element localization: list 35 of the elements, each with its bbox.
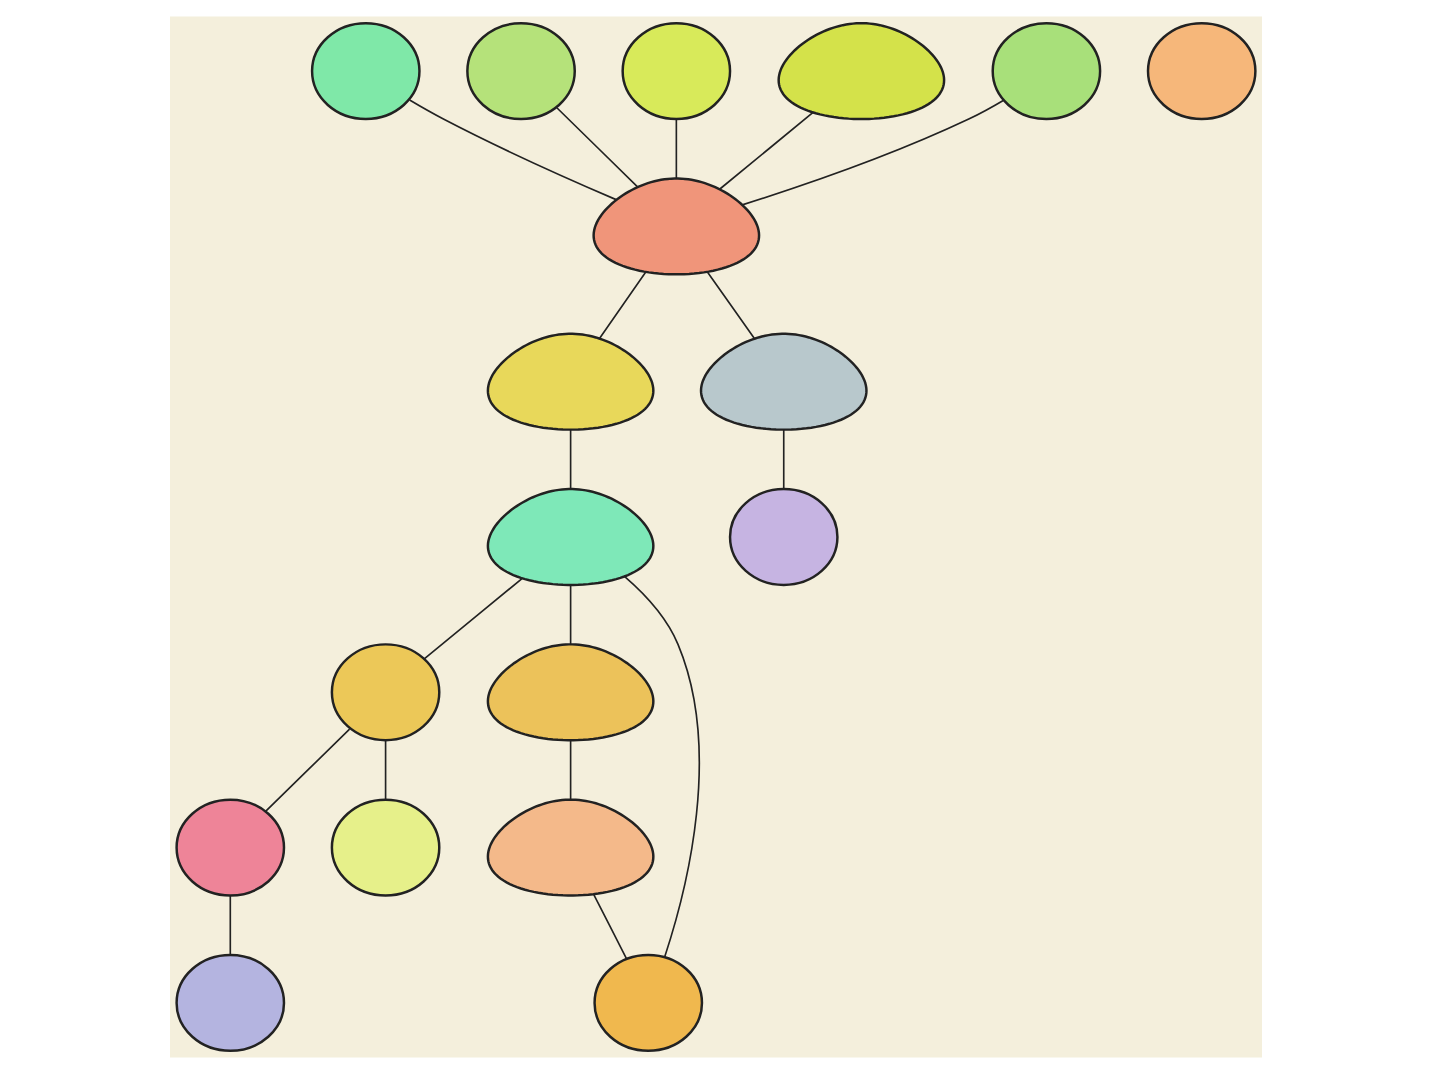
node-circle [466,21,576,121]
connector [593,894,628,960]
connector [598,271,647,340]
connector [675,118,678,179]
node-cloud [592,177,761,276]
connector [782,428,785,490]
connector [264,728,351,813]
node-cloud [486,798,655,897]
node-circle [330,798,441,897]
connector [741,99,1005,206]
node-cloud [486,332,655,431]
connector [229,894,232,956]
node-circle [593,953,704,1053]
node-circle [330,643,441,742]
node-circle [621,21,732,121]
node-cloud [699,332,868,431]
node-circle [175,953,286,1053]
connector [569,428,572,490]
connector [706,271,756,340]
node-cloud [777,21,946,121]
node-circle [728,487,839,587]
node-circle [175,798,286,897]
connector [569,739,572,801]
connector [423,577,523,660]
node-cloud [486,487,655,587]
connector [718,111,814,191]
node-circle [991,21,1102,121]
connector [556,107,639,188]
connector [623,575,701,958]
node-circle [310,21,421,121]
connector [569,584,572,645]
node-circle [1146,21,1257,121]
connector [408,99,617,201]
connector [384,739,387,801]
node-cloud [486,643,655,742]
